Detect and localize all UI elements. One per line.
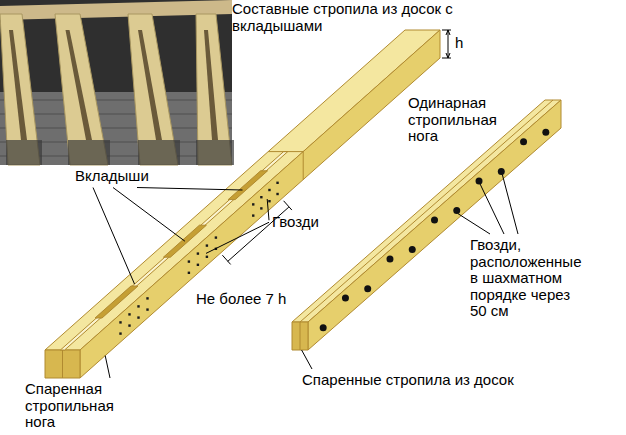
nail — [276, 193, 278, 195]
label-slot: h — [455, 35, 463, 52]
nail — [252, 214, 254, 216]
leader-line — [480, 184, 504, 234]
leader-line — [137, 188, 243, 191]
board-gap — [60, 152, 287, 350]
photo-slot — [138, 30, 162, 140]
nail — [188, 272, 190, 274]
nail — [260, 207, 262, 209]
nail — [268, 200, 270, 202]
nail — [542, 129, 549, 136]
dimension-label: Не более 7 h — [196, 291, 286, 308]
nail — [137, 305, 139, 307]
extension-line — [442, 58, 451, 59]
board-end — [268, 152, 303, 180]
nail — [146, 297, 148, 299]
part-name: Гвозди — [272, 214, 319, 231]
nail — [342, 295, 349, 302]
insert — [228, 171, 267, 200]
side-face — [80, 30, 440, 378]
nail — [197, 264, 199, 266]
nail — [364, 285, 371, 292]
leader-lines — [93, 174, 518, 378]
nail — [453, 207, 460, 214]
leader-line — [458, 214, 490, 234]
nail — [276, 182, 278, 184]
end-face — [45, 350, 80, 378]
nail — [206, 244, 208, 246]
insert — [95, 286, 138, 318]
nail — [197, 252, 199, 254]
photo-block — [6, 140, 42, 165]
label-slot: Спаренная стропильная нога — [25, 381, 121, 431]
label-slot: Спаренные стропила из досок — [302, 372, 514, 389]
nail — [409, 246, 416, 253]
nail — [268, 189, 270, 191]
part-name: Вкладыши — [75, 168, 149, 185]
nail — [128, 313, 130, 315]
photo-block — [68, 140, 110, 165]
leader-line — [105, 356, 110, 378]
arrow-head — [446, 53, 450, 58]
label-slot: Гвозди — [272, 214, 319, 231]
label-slot: Вкладыши — [75, 168, 149, 185]
leader-line — [267, 199, 269, 220]
extension-line — [442, 30, 451, 31]
nail — [215, 236, 217, 238]
title: Составные стропила из досок с вкладышами — [232, 1, 464, 34]
top-face — [45, 30, 440, 350]
nail — [252, 203, 254, 205]
leader-line — [502, 174, 518, 234]
dimension-line — [448, 30, 449, 58]
leader-line — [93, 188, 135, 285]
photo-block — [138, 140, 180, 165]
nail — [206, 256, 208, 258]
part-name: Спаренные стропила из досок — [302, 372, 514, 389]
nail — [260, 196, 262, 198]
nail — [137, 316, 139, 318]
label-slot: Одинарная стропильная нога — [408, 95, 504, 145]
photo-block — [196, 140, 234, 165]
nail — [128, 324, 130, 326]
dimension-label: h — [455, 35, 463, 52]
photo — [0, 0, 234, 165]
board-seam — [62, 350, 63, 378]
label-slot: Не более 7 h — [196, 291, 286, 308]
nail — [431, 216, 438, 223]
label-slot: Гвозди, расположенные в шахматном порядк… — [470, 237, 582, 320]
nail — [119, 332, 121, 334]
photo-slot — [66, 30, 93, 140]
nail — [386, 256, 393, 263]
composite-rafter — [45, 30, 440, 378]
nail — [119, 321, 121, 323]
nail — [520, 138, 527, 145]
leader-line — [302, 350, 312, 369]
leader-line — [113, 188, 185, 242]
nail — [320, 324, 327, 331]
photo-slot — [9, 30, 27, 140]
note: Гвозди, расположенные в шахматном порядк… — [470, 237, 582, 320]
nail — [188, 260, 190, 262]
label-slot: Составные стропила из досок с вкладышами — [232, 1, 464, 34]
arrow-head — [446, 30, 450, 35]
photo-slot — [204, 30, 218, 140]
part-name: Одинарная стропильная нога — [408, 95, 504, 145]
leader-line — [206, 222, 269, 253]
nail — [498, 168, 505, 175]
nail — [476, 177, 483, 184]
nail — [146, 308, 148, 310]
part-name: Спаренная стропильная нога — [25, 381, 121, 431]
